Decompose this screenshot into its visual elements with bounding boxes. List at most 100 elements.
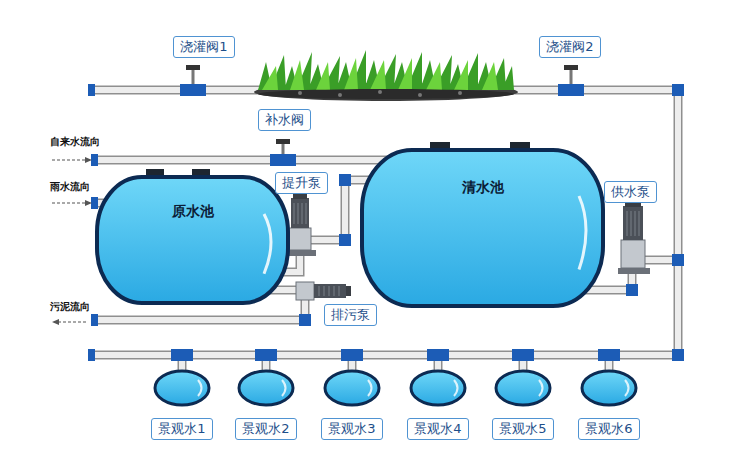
pipe-joint bbox=[558, 84, 584, 96]
pump-symbol bbox=[294, 203, 306, 224]
flow-arrow bbox=[58, 321, 88, 322]
pipe-joint bbox=[672, 254, 684, 266]
flow-arrow bbox=[52, 202, 86, 203]
pipe-outline bbox=[95, 156, 390, 165]
tank-shape bbox=[95, 175, 290, 305]
grass-bed bbox=[262, 58, 498, 90]
pipe-joint bbox=[339, 174, 351, 186]
pump-symbol bbox=[618, 268, 650, 274]
valve-handle bbox=[186, 65, 578, 154]
label-box: 补水阀 bbox=[258, 109, 311, 131]
flow-arrow bbox=[52, 159, 86, 160]
flow-arrow bbox=[85, 157, 92, 163]
flow-label: 污泥流向 bbox=[50, 300, 90, 313]
pipe-joint bbox=[427, 349, 449, 361]
tank-body bbox=[362, 150, 603, 306]
pipe-outline bbox=[92, 90, 678, 355]
pump-symbol bbox=[289, 228, 311, 250]
grass-bed bbox=[258, 89, 514, 99]
label-box: 景观水1 bbox=[151, 418, 212, 440]
box-label: 景观水3 bbox=[328, 421, 375, 437]
valve-handle bbox=[564, 65, 578, 70]
box-label: 景观水1 bbox=[158, 421, 205, 437]
grass-bed bbox=[338, 93, 342, 97]
pipe-joint bbox=[339, 234, 351, 246]
label-box: 排污泵 bbox=[324, 304, 377, 326]
pipe-body bbox=[182, 355, 609, 373]
pipe-joint bbox=[341, 349, 363, 361]
label-box: 景观水3 bbox=[321, 418, 382, 440]
valve-handle bbox=[276, 139, 290, 144]
grass-bed bbox=[298, 91, 302, 95]
tank-label: 清水池 bbox=[360, 178, 605, 196]
pipe-joint bbox=[88, 84, 95, 96]
pipe-joint bbox=[626, 284, 638, 296]
water-tank: 原水池 bbox=[95, 175, 290, 305]
box-label: 景观水6 bbox=[585, 421, 632, 437]
tank-shape bbox=[360, 148, 605, 308]
box-label: 景观水2 bbox=[242, 421, 289, 437]
flow-label: 雨水流向 bbox=[50, 180, 90, 193]
pipe-joint bbox=[180, 84, 206, 96]
box-label: 景观水4 bbox=[414, 421, 461, 437]
pipe-body bbox=[92, 90, 678, 355]
pump-symbol bbox=[621, 240, 645, 268]
landscape-tank bbox=[155, 371, 636, 405]
box-label: 补水阀 bbox=[265, 112, 304, 128]
tank-highlight bbox=[579, 196, 586, 270]
landscape-tank bbox=[198, 380, 629, 396]
pipe-body bbox=[95, 157, 390, 163]
pipe-joint bbox=[88, 349, 95, 361]
pipe-joint bbox=[91, 314, 98, 326]
box-label: 提升泵 bbox=[282, 175, 321, 191]
box-label: 供水泵 bbox=[611, 184, 650, 200]
grass-bed bbox=[378, 90, 382, 94]
label-box: 景观水4 bbox=[407, 418, 468, 440]
label-box: 浇灌阀1 bbox=[173, 36, 234, 58]
grass-bed bbox=[458, 91, 462, 95]
valve-handle bbox=[193, 70, 571, 154]
pump-symbol bbox=[627, 211, 639, 236]
flow-arrow bbox=[52, 319, 59, 325]
tank-body bbox=[97, 177, 288, 303]
label-box: 浇灌阀2 bbox=[539, 36, 600, 58]
grass-bed bbox=[254, 50, 518, 101]
grass-bed bbox=[258, 50, 514, 90]
pipe-joint bbox=[299, 314, 311, 326]
label-box: 景观水5 bbox=[492, 418, 553, 440]
flow-label: 自来水流向 bbox=[50, 135, 100, 148]
pipe-joint bbox=[171, 349, 193, 361]
tank-highlight bbox=[264, 214, 271, 274]
tank-label: 原水池 bbox=[95, 202, 290, 220]
pipe-joint bbox=[672, 84, 684, 96]
box-label: 排污泵 bbox=[331, 307, 370, 323]
pump-symbol bbox=[319, 286, 339, 296]
label-box: 景观水2 bbox=[235, 418, 296, 440]
pipe-joint bbox=[88, 84, 684, 361]
pipe-joint bbox=[255, 349, 277, 361]
pipe-joint bbox=[598, 349, 620, 361]
pipe-joint bbox=[91, 154, 98, 166]
water-tank: 清水池 bbox=[360, 148, 605, 308]
grass-bed bbox=[418, 93, 422, 97]
label-box: 供水泵 bbox=[604, 181, 657, 203]
pipe-joint bbox=[512, 349, 534, 361]
box-label: 浇灌阀1 bbox=[180, 39, 227, 55]
label-box: 景观水6 bbox=[578, 418, 639, 440]
label-box: 提升泵 bbox=[275, 172, 328, 194]
pump-symbol bbox=[623, 206, 643, 240]
pipe-joint bbox=[672, 349, 684, 361]
box-label: 浇灌阀2 bbox=[546, 39, 593, 55]
pipe-body bbox=[92, 90, 678, 373]
flow-arrow bbox=[85, 200, 92, 206]
pipe-outline bbox=[92, 90, 678, 373]
valve-handle bbox=[186, 65, 200, 70]
pump-symbol bbox=[346, 286, 351, 296]
pipe-joint bbox=[270, 154, 296, 166]
pump-symbol bbox=[293, 194, 307, 199]
pipe-joint bbox=[91, 197, 98, 209]
pump-symbol bbox=[291, 198, 309, 228]
box-label: 景观水5 bbox=[499, 421, 546, 437]
pump-symbol bbox=[296, 282, 314, 300]
